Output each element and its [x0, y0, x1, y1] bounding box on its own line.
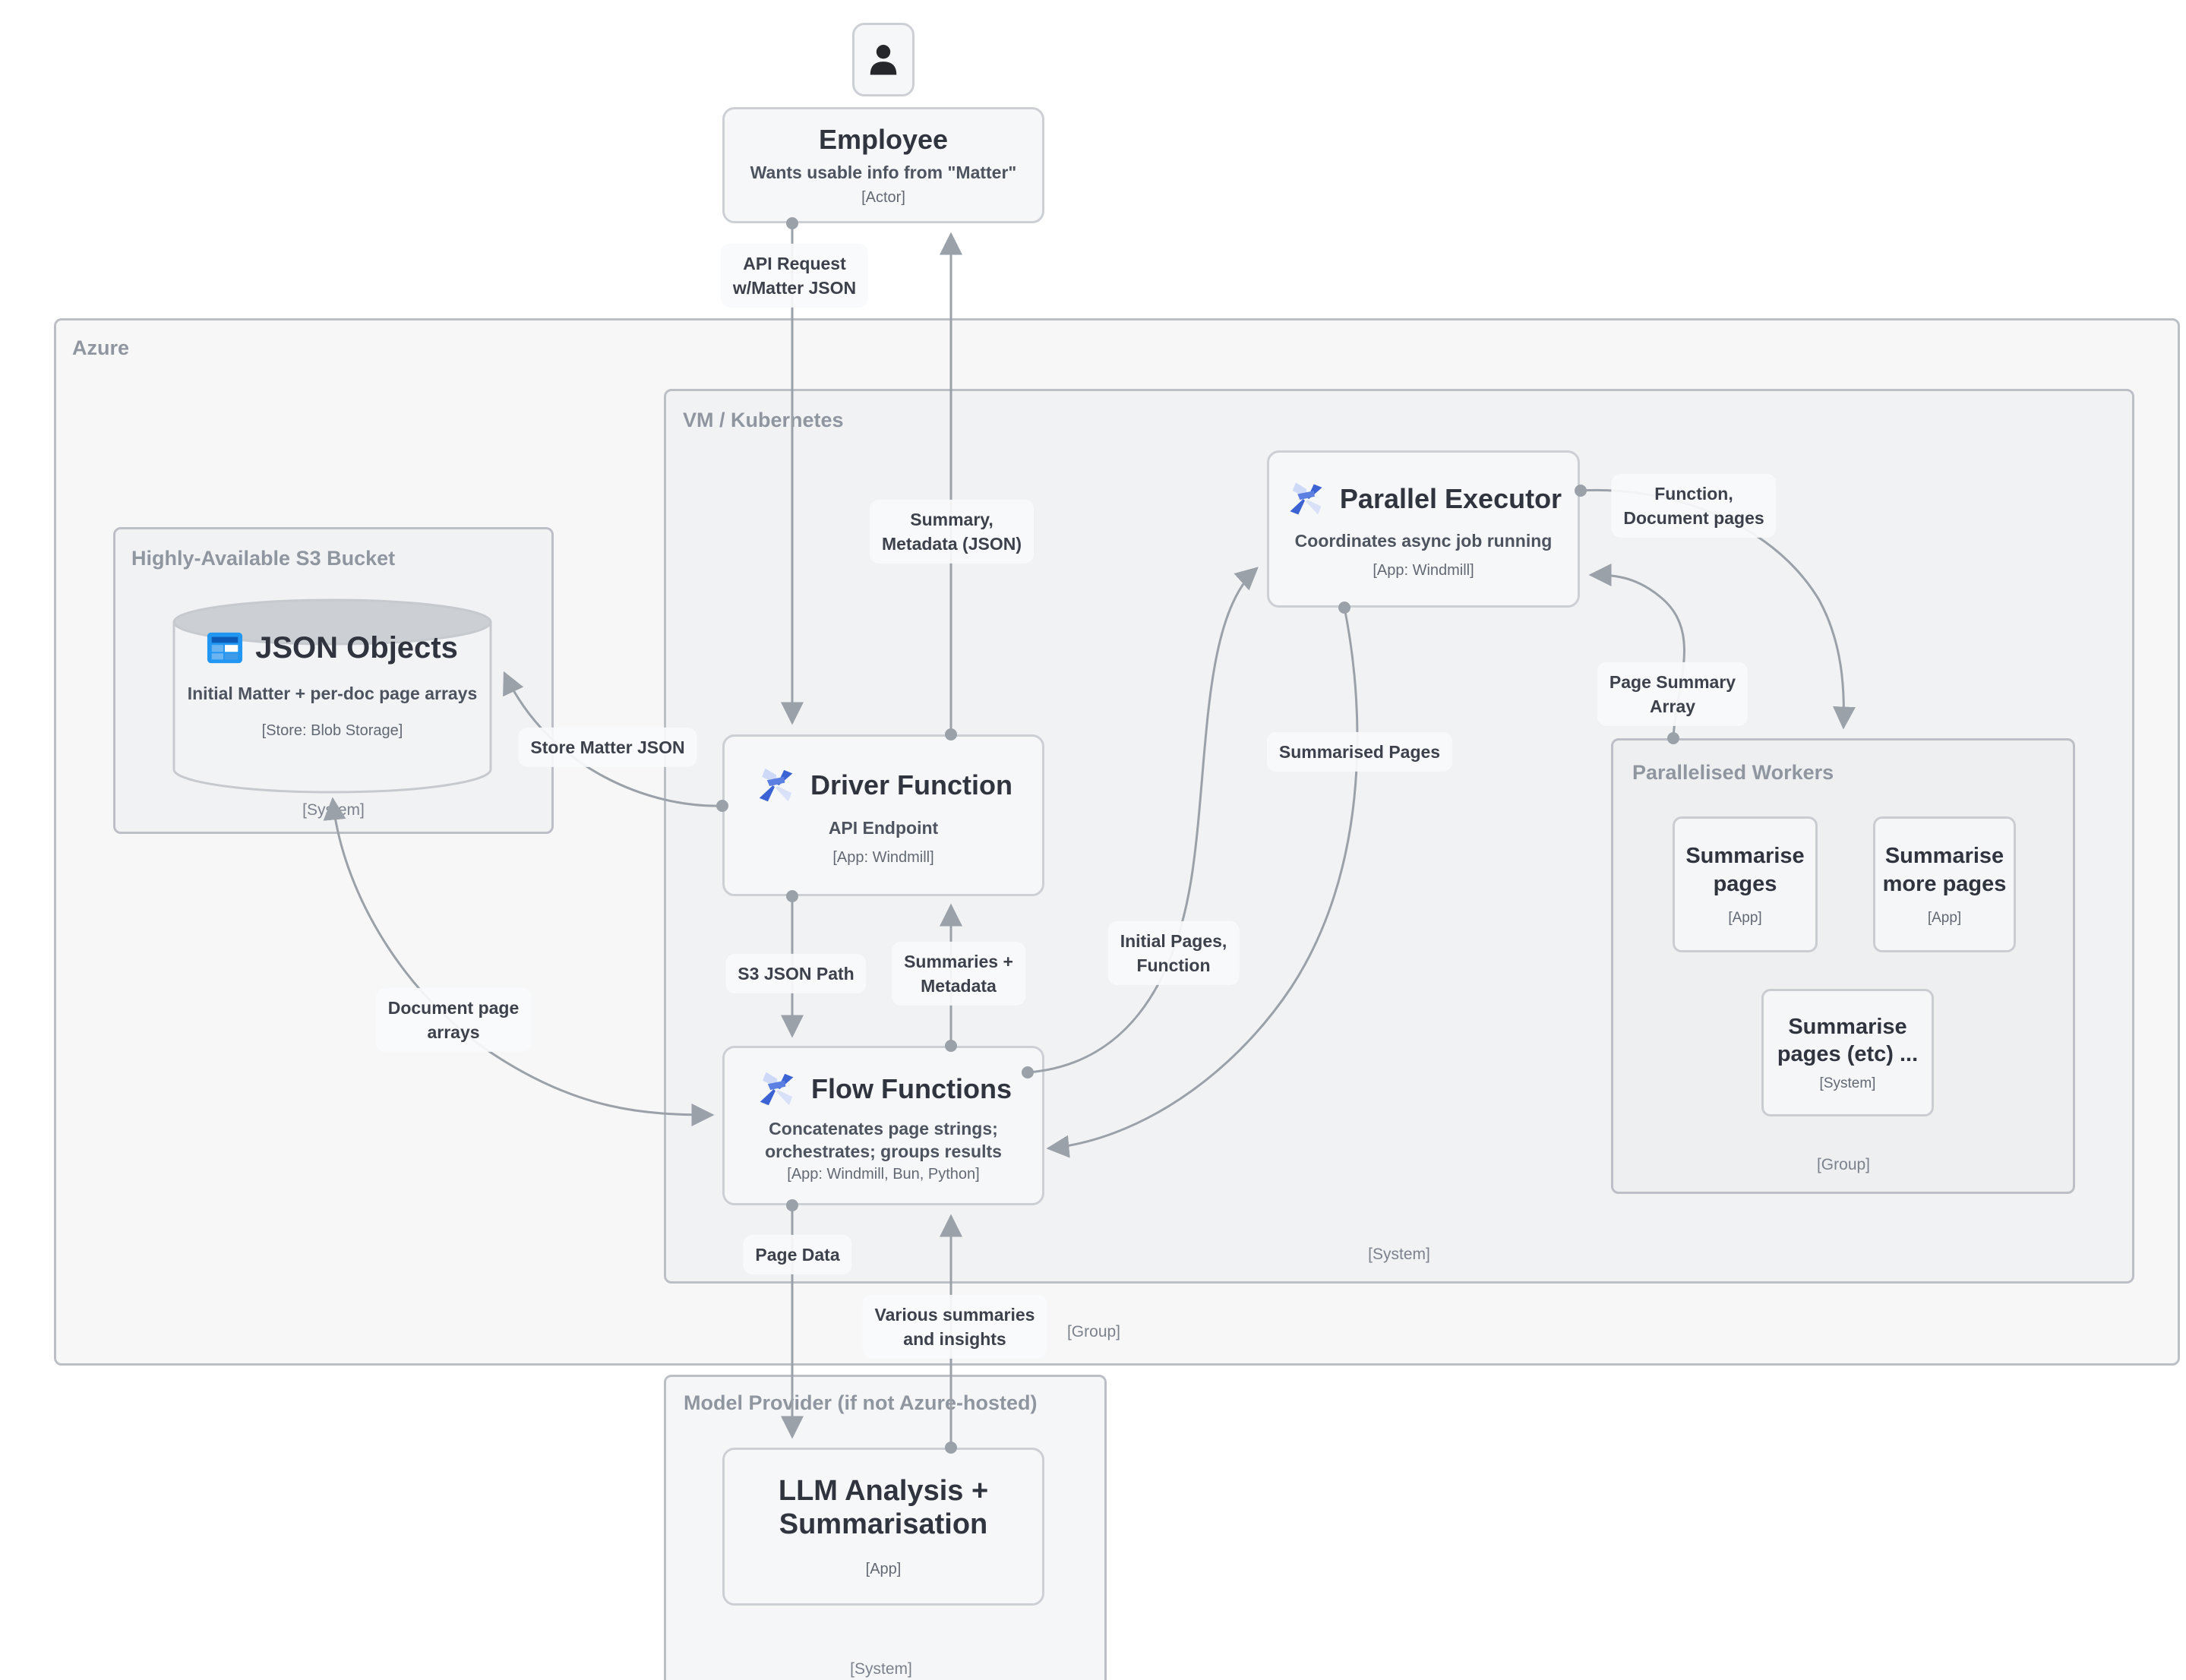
- node-driver-subtitle: API Endpoint: [828, 818, 939, 838]
- edge-label-s3-json-path: S3 JSON Path: [725, 953, 867, 994]
- windmill-icon: [760, 1072, 794, 1105]
- node-flow-meta: [App: Windmill, Bun, Python]: [787, 1166, 980, 1183]
- group-model-footer: [System]: [850, 1660, 912, 1678]
- node-summarise-more-pages-title: Summarise more pages: [1882, 844, 2007, 896]
- blob-storage-icon: [207, 632, 243, 664]
- edge-label-summary-metadata: Summary, Metadata (JSON): [869, 499, 1035, 564]
- node-employee[interactable]: Employee Wants usable info from "Matter"…: [722, 107, 1044, 223]
- node-summarise-pages-meta: [App]: [1728, 909, 1762, 926]
- edge-label-initial-pages-function: Initial Pages, Function: [1107, 921, 1240, 986]
- group-s3-footer: [System]: [302, 801, 365, 819]
- windmill-icon: [1290, 482, 1322, 515]
- node-json-objects-subtitle: Initial Matter + per-doc page arrays: [187, 684, 478, 703]
- edge-label-summaries-metadata: Summaries + Metadata: [892, 941, 1025, 1006]
- windmill-icon: [759, 768, 793, 802]
- node-driver-meta: [App: Windmill]: [832, 848, 934, 866]
- group-model-label: Model Provider (if not Azure-hosted): [684, 1391, 1038, 1414]
- node-summarise-pages-etc-meta: [System]: [1819, 1075, 1876, 1092]
- group-workers-footer: [Group]: [1816, 1156, 1871, 1173]
- node-summarise-more-pages[interactable]: Summarise more pages [App]: [1873, 816, 2016, 952]
- edge-label-api-request: API Request w/Matter JSON: [720, 243, 869, 308]
- node-parallel-subtitle: Coordinates async job running: [1294, 531, 1553, 551]
- node-parallel-executor[interactable]: Parallel Executor Coordinates async job …: [1267, 450, 1580, 608]
- edge-label-function-document-pages: Function, Document pages: [1611, 473, 1777, 538]
- edge-label-store-matter-json: Store Matter JSON: [518, 727, 697, 768]
- node-summarise-pages-etc-title: Summarise pages (etc) ...: [1777, 1014, 1919, 1066]
- node-summarise-more-pages-meta: [App]: [1927, 909, 1962, 926]
- edge-label-page-summary-array: Page Summary Array: [1597, 662, 1748, 727]
- group-azure-footer: [Group]: [1066, 1323, 1121, 1341]
- node-employee-meta: [Actor]: [861, 188, 905, 206]
- node-parallel-title: Parallel Executor: [1339, 483, 1562, 515]
- group-vm-footer: [System]: [1368, 1246, 1430, 1263]
- node-driver-title: Driver Function: [810, 769, 1013, 801]
- node-parallel-meta: [App: Windmill]: [1373, 561, 1474, 579]
- edge-label-page-data: Page Data: [743, 1234, 852, 1275]
- group-azure-label: Azure: [72, 336, 130, 359]
- person-icon: [870, 44, 897, 74]
- node-driver-function[interactable]: Driver Function API Endpoint [App: Windm…: [722, 734, 1044, 896]
- node-json-objects-meta: [Store: Blob Storage]: [261, 722, 403, 739]
- node-flow-title: Flow Functions: [811, 1072, 1012, 1104]
- group-workers-label: Parallelised Workers: [1632, 761, 1834, 784]
- node-summarise-pages-title: Summarise pages: [1685, 844, 1805, 896]
- group-s3-label: Highly-Available S3 Bucket: [131, 547, 396, 570]
- node-llm-title: LLM Analysis + Summarisation: [778, 1474, 989, 1540]
- edge-label-various-summaries: Various summaries and insights: [862, 1294, 1047, 1359]
- group-vm-label: VM / Kubernetes: [683, 409, 844, 431]
- cylinder-shape: [172, 598, 492, 794]
- edge-label-summarised-pages: Summarised Pages: [1266, 731, 1453, 772]
- edge-label-document-page-arrays: Document page arrays: [375, 987, 532, 1053]
- node-employee-subtitle: Wants usable info from "Matter": [750, 162, 1017, 182]
- group-parallelised-workers: [1611, 738, 2075, 1194]
- node-json-objects-title: JSON Objects: [255, 631, 458, 665]
- node-flow-subtitle: Concatenates page strings; orchestrates;…: [765, 1118, 1002, 1161]
- node-summarise-pages-etc[interactable]: Summarise pages (etc) ... [System]: [1761, 989, 1934, 1116]
- actor-person-card: [852, 23, 915, 96]
- node-json-objects[interactable]: JSON Objects Initial Matter + per-doc pa…: [172, 598, 492, 795]
- node-flow-functions[interactable]: Flow Functions Concatenates page strings…: [722, 1046, 1044, 1205]
- node-summarise-pages[interactable]: Summarise pages [App]: [1673, 816, 1818, 952]
- node-llm-analysis[interactable]: LLM Analysis + Summarisation [App]: [722, 1448, 1044, 1606]
- node-llm-meta: [App]: [865, 1561, 902, 1578]
- node-employee-title: Employee: [818, 124, 949, 156]
